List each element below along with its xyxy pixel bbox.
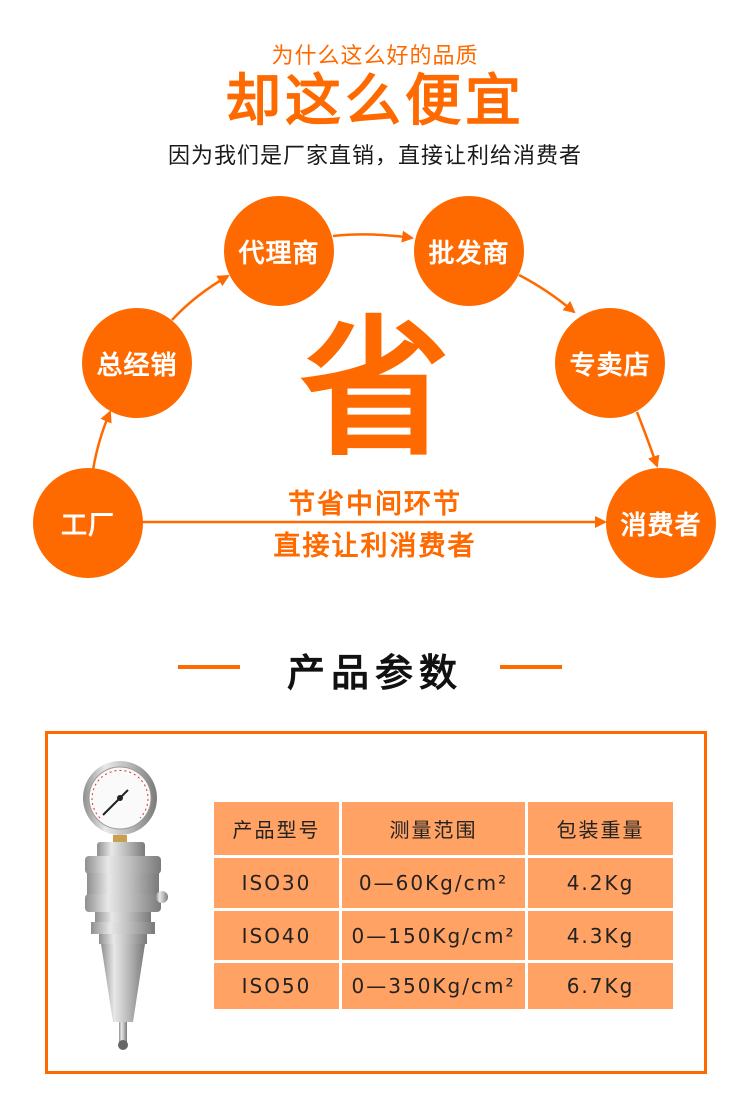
table-row: ISO40 0—150Kg/cm² 4.3Kg (214, 911, 673, 960)
table-header-cell: 包装重量 (528, 802, 673, 855)
table-cell: ISO30 (214, 858, 339, 908)
section-title: 产品参数 (286, 651, 463, 695)
table-cell: 6.7Kg (528, 963, 673, 1009)
flow-node-agent: 代理商 (224, 196, 334, 306)
flow-node-consumer: 消费者 (606, 468, 716, 578)
table-cell: 0—60Kg/cm² (342, 858, 525, 908)
table-header-cell: 产品型号 (214, 802, 339, 855)
flow-node-store: 专卖店 (555, 308, 665, 418)
flow-arrows (91, 230, 660, 528)
table-row: ISO50 0—350Kg/cm² 6.7Kg (214, 963, 673, 1009)
headline-question: 为什么这么好的品质 (271, 44, 479, 69)
save-caption-1: 节省中间环节 (288, 489, 462, 520)
title-divider-right (500, 665, 562, 669)
title-divider-left (178, 665, 240, 669)
table-cell: 4.2Kg (528, 858, 673, 908)
spec-table: 产品型号 测量范围 包装重量 ISO30 0—60Kg/cm² 4.2Kg IS… (211, 799, 676, 1012)
save-character: 省 (299, 303, 450, 477)
table-cell: ISO40 (214, 911, 339, 960)
table-cell: 0—150Kg/cm² (342, 911, 525, 960)
table-cell: 4.3Kg (528, 911, 673, 960)
params-box (45, 731, 707, 1074)
save-caption-2: 直接让利消费者 (273, 531, 477, 562)
flow-node-factory: 工厂 (33, 468, 143, 578)
flow-node-distributor: 总经销 (82, 308, 192, 418)
headline-subtitle: 因为我们是厂家直销，直接让利给消费者 (167, 144, 582, 169)
table-row: ISO30 0—60Kg/cm² 4.2Kg (214, 858, 673, 908)
flow-node-wholesaler: 批发商 (414, 196, 524, 306)
table-header-cell: 测量范围 (342, 802, 525, 855)
table-header-row: 产品型号 测量范围 包装重量 (214, 802, 673, 855)
headline-main: 却这么便宜 (225, 69, 525, 134)
product-image (83, 761, 168, 1050)
table-cell: ISO50 (214, 963, 339, 1009)
table-cell: 0—350Kg/cm² (342, 963, 525, 1009)
